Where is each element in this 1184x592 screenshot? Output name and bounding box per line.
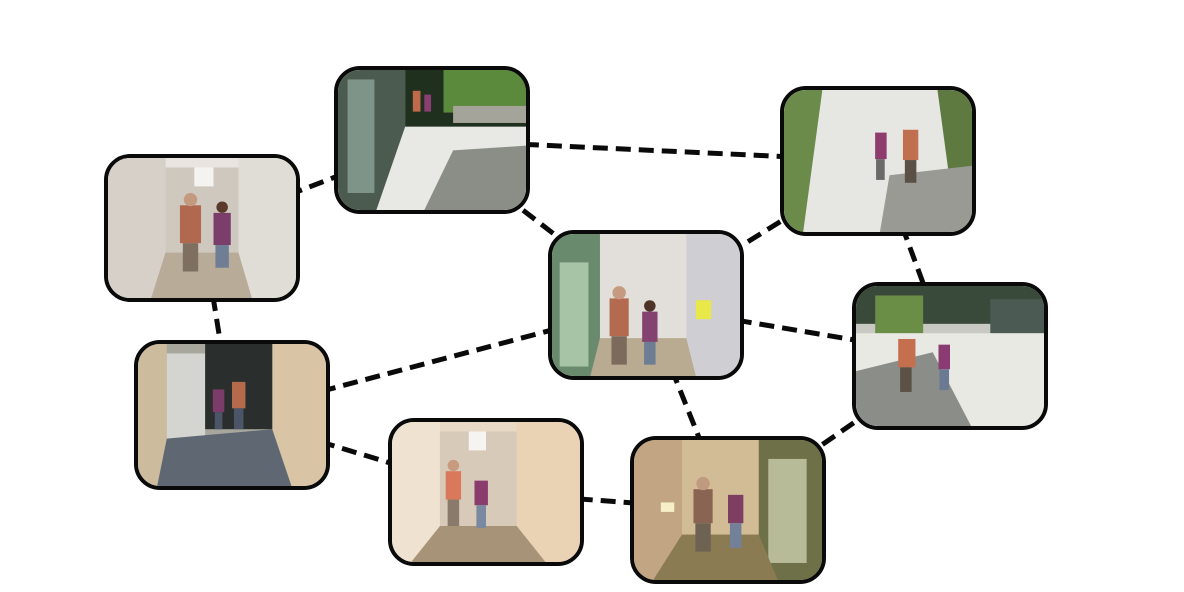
- camera-view-3[interactable]: [780, 86, 976, 236]
- camera-view-6[interactable]: [134, 340, 330, 490]
- walkway-scene: [784, 90, 972, 232]
- edge-cam7-cam8: [485, 489, 729, 513]
- camera-view-8[interactable]: [630, 436, 826, 584]
- courtyard-scene: [338, 70, 526, 210]
- plaza-scene: [856, 286, 1044, 426]
- camera-view-1[interactable]: [104, 154, 300, 302]
- camera-view-4[interactable]: [548, 230, 744, 380]
- hallway-scene: [108, 158, 296, 298]
- glass-corridor-scene: [552, 234, 740, 376]
- brick-lobby-scene: [138, 344, 326, 486]
- warm-corridor-scene: [634, 440, 822, 580]
- long-corridor-scene: [392, 422, 580, 562]
- camera-view-7[interactable]: [388, 418, 584, 566]
- edge-cam1-cam2: [201, 137, 433, 231]
- camera-view-5[interactable]: [852, 282, 1048, 430]
- camera-view-2[interactable]: [334, 66, 530, 214]
